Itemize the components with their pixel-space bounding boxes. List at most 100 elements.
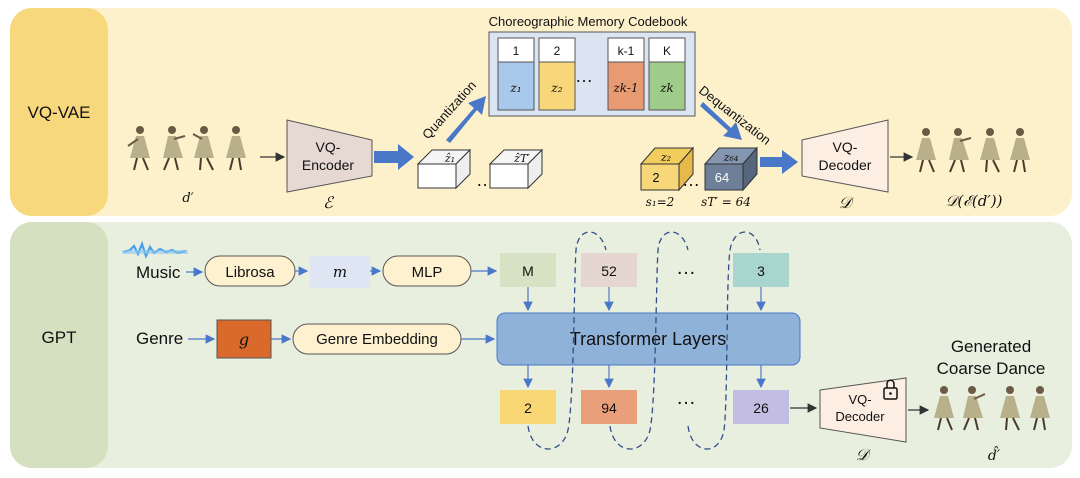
- output-token-box: [581, 390, 637, 424]
- vqvae-label-box: [10, 8, 108, 216]
- output-token: 26: [733, 365, 789, 424]
- codebook-index: 1: [513, 44, 520, 58]
- loop-prev-to-3: [687, 231, 761, 450]
- input-tokens: M 52 3: [500, 253, 789, 312]
- audio-waveform-icon: [122, 240, 188, 260]
- encoder-label-line2: Encoder: [302, 157, 354, 173]
- quantized-cube-z2: z₂ 2: [639, 146, 695, 192]
- quantized-ellipsis: …: [682, 170, 700, 190]
- encoder-label-line1: VQ-: [316, 139, 341, 155]
- encoder-symbol: ℰ: [323, 193, 335, 212]
- generated-dancers: [934, 386, 1050, 431]
- mlp-label: MLP: [412, 264, 443, 281]
- codebook-index: k-1: [618, 44, 635, 58]
- genre-embedding-label: Genre Embedding: [316, 331, 438, 348]
- s1-label: s₁=2: [646, 195, 675, 209]
- output-token: 94: [581, 365, 637, 424]
- decoder-label-line2: Decoder: [819, 157, 872, 173]
- lock-icon: [883, 379, 898, 400]
- input-ellipsis: …: [676, 257, 696, 279]
- generated-title-line1: Generated: [951, 337, 1031, 356]
- dancer-figure: [163, 126, 186, 171]
- genre-code-block: [216, 319, 272, 359]
- quantized-cube-z64: z₆₄ 64: [703, 146, 759, 192]
- dancer-figure: [1000, 386, 1020, 431]
- input-token-box: [581, 253, 637, 287]
- codebook-entry: k-1 zk-1: [607, 37, 645, 111]
- dancer-figure: [949, 128, 972, 173]
- input-token: M: [500, 253, 556, 312]
- codebook-index: 2: [554, 44, 561, 58]
- decoder-symbol: 𝒟: [839, 193, 855, 212]
- codebook-code-cell: [648, 61, 686, 111]
- codebook-ellipsis: …: [575, 66, 593, 86]
- music-feature-symbol: m: [333, 263, 347, 281]
- dancer-figure: [963, 386, 986, 431]
- music-feature-block: [310, 256, 370, 288]
- latent-cube-T: ẑT′: [488, 148, 544, 190]
- codebook-index-cell: [648, 37, 686, 63]
- output-token-box: [500, 390, 556, 424]
- codebook-code-cell: [497, 61, 535, 111]
- vq-encoder-block: [286, 119, 373, 193]
- genre-label: Genre: [136, 329, 183, 348]
- decoder-label-line1: VQ-: [833, 139, 858, 155]
- gpt-decoder-label-line2: Decoder: [835, 409, 885, 424]
- loop-94-to-next: [609, 231, 689, 450]
- dancer-figure: [226, 126, 246, 171]
- codebook-index-cell: [497, 37, 535, 63]
- output-ellipsis: …: [676, 387, 696, 409]
- codebook-code-cell: [607, 61, 645, 111]
- dancer-figure: [934, 386, 954, 431]
- output-dancers: [916, 128, 1030, 173]
- gpt-decoder-symbol: 𝒟: [856, 445, 872, 464]
- loop-2-to-52: [527, 231, 607, 450]
- gpt-decoder-label-line1: VQ-: [848, 392, 871, 407]
- latent-cube-1: ẑ₁: [416, 148, 472, 190]
- codebook-code: zk: [659, 81, 674, 95]
- codebook-code: z₂: [550, 81, 562, 95]
- latent-z-hat-1: ẑ₁: [444, 152, 455, 165]
- music-label: Music: [136, 263, 181, 282]
- quantization-arrow: [446, 96, 486, 143]
- dancer-figure: [916, 128, 936, 173]
- genre-code-symbol: g: [239, 330, 249, 349]
- reconstruction-label: 𝒟(ℰ(d′)): [946, 192, 1003, 210]
- dancer-figure: [192, 126, 214, 171]
- output-token-box: [733, 390, 789, 424]
- input-token-box: [733, 253, 789, 287]
- codebook-code: z₁: [509, 81, 521, 95]
- input-token-value: 3: [757, 263, 765, 279]
- output-token-value: 2: [524, 400, 532, 416]
- gpt-label: GPT: [42, 328, 77, 347]
- z2-value: 2: [652, 170, 659, 185]
- latent-z-hat-T: ẑT′: [513, 152, 530, 165]
- codebook-entry: 1 z₁: [497, 37, 535, 111]
- output-token-value: 26: [753, 400, 769, 416]
- codebook-code: zk-1: [612, 81, 638, 95]
- latent-to-decoder-arrow: [760, 150, 798, 174]
- dequantization-arrow: [700, 102, 742, 140]
- vqvae-label: VQ-VAE: [28, 103, 91, 122]
- dancer-figure: [980, 128, 1000, 173]
- sT-label: sT′ = 64: [701, 195, 751, 209]
- output-token: 2: [500, 365, 556, 424]
- z2-label: z₂: [660, 151, 671, 164]
- gpt-section: GPT Music Librosa m MLP Genre g Genre Em…: [10, 222, 1072, 468]
- z64-label: z₆₄: [723, 151, 739, 164]
- gpt-label-box: [10, 222, 108, 468]
- z64-value: 64: [715, 170, 729, 185]
- input-token-box: [500, 253, 556, 287]
- vq-decoder-block: [801, 119, 889, 193]
- input-dancers: [127, 126, 246, 171]
- encoder-to-latent-arrow: [374, 144, 414, 170]
- input-token: 3: [733, 253, 789, 312]
- autoregressive-loops: [527, 231, 761, 450]
- input-token-value: 52: [601, 263, 617, 279]
- dancer-figure: [127, 126, 150, 171]
- input-label: d′: [182, 191, 193, 206]
- transformer-label: Transformer Layers: [570, 329, 726, 349]
- input-token-value: M: [522, 263, 534, 279]
